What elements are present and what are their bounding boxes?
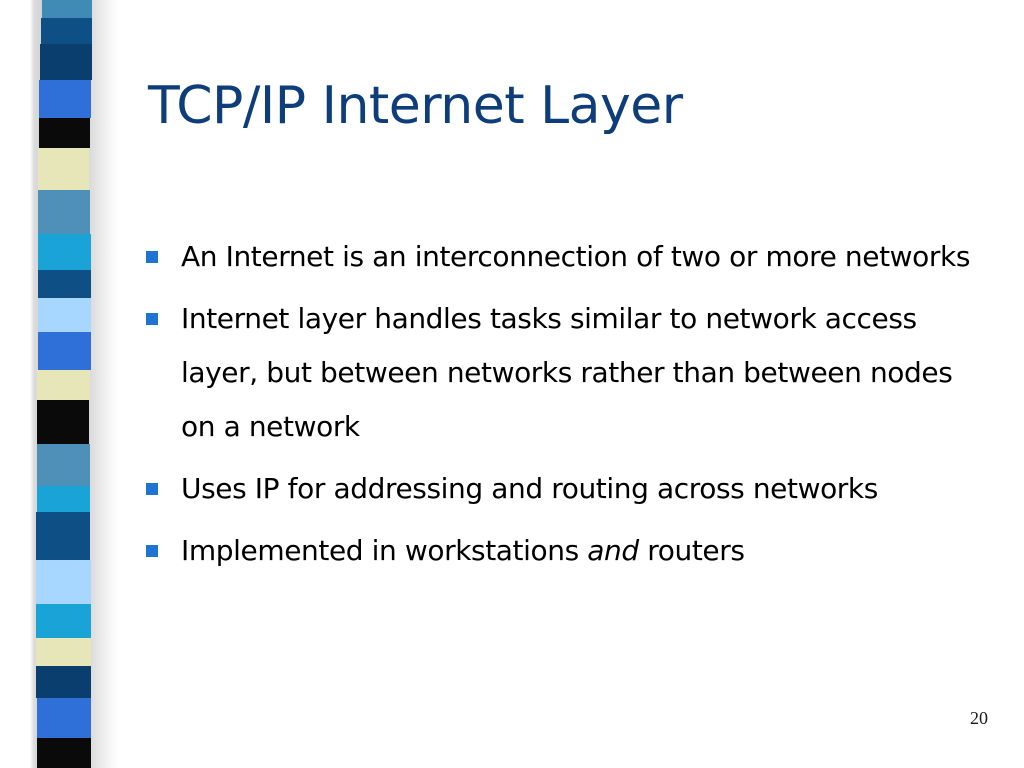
- bullet-text: Internet layer handles tasks similar to …: [181, 302, 953, 443]
- stripe: [38, 332, 91, 370]
- stripe: [41, 18, 92, 44]
- stripe: [36, 560, 91, 604]
- stripe: [38, 148, 89, 190]
- bullet-text-emphasis: and: [587, 534, 639, 567]
- stripe: [37, 400, 89, 444]
- stripe: [38, 298, 91, 332]
- bullet-list: An Internet is an interconnection of two…: [144, 230, 974, 586]
- stripe: [39, 80, 91, 118]
- bullet-item: Implemented in workstations and routers: [144, 524, 974, 578]
- square-bullet-icon: [146, 313, 158, 325]
- stripe: [42, 0, 92, 18]
- stripe: [36, 604, 91, 638]
- square-bullet-icon: [146, 545, 158, 557]
- decorative-stripe-band: [0, 0, 118, 768]
- stripe: [37, 698, 91, 738]
- square-bullet-icon: [146, 483, 158, 495]
- bullet-text: Uses IP for addressing and routing acros…: [181, 472, 878, 505]
- bullet-item: An Internet is an interconnection of two…: [144, 230, 974, 284]
- stripe: [36, 638, 91, 666]
- stripe: [37, 444, 90, 486]
- stripe: [40, 44, 92, 80]
- stripe: [38, 190, 90, 234]
- stripe: [36, 512, 90, 560]
- bullet-item: Uses IP for addressing and routing acros…: [144, 462, 974, 516]
- stripe: [37, 370, 90, 400]
- stripe: [37, 486, 90, 512]
- stripe: [38, 270, 91, 298]
- stripe: [38, 234, 91, 270]
- slide-title: TCP/IP Internet Layer: [148, 76, 683, 136]
- stripe: [37, 738, 91, 768]
- stripe: [39, 118, 90, 148]
- stripe: [36, 666, 91, 698]
- bullet-text-start: Implemented in workstations: [181, 534, 588, 567]
- square-bullet-icon: [146, 251, 158, 263]
- bullet-text-end: routers: [638, 534, 745, 567]
- bullet-item: Internet layer handles tasks similar to …: [144, 292, 974, 454]
- bullet-text: An Internet is an interconnection of two…: [181, 240, 971, 273]
- page-number: 20: [970, 708, 988, 728]
